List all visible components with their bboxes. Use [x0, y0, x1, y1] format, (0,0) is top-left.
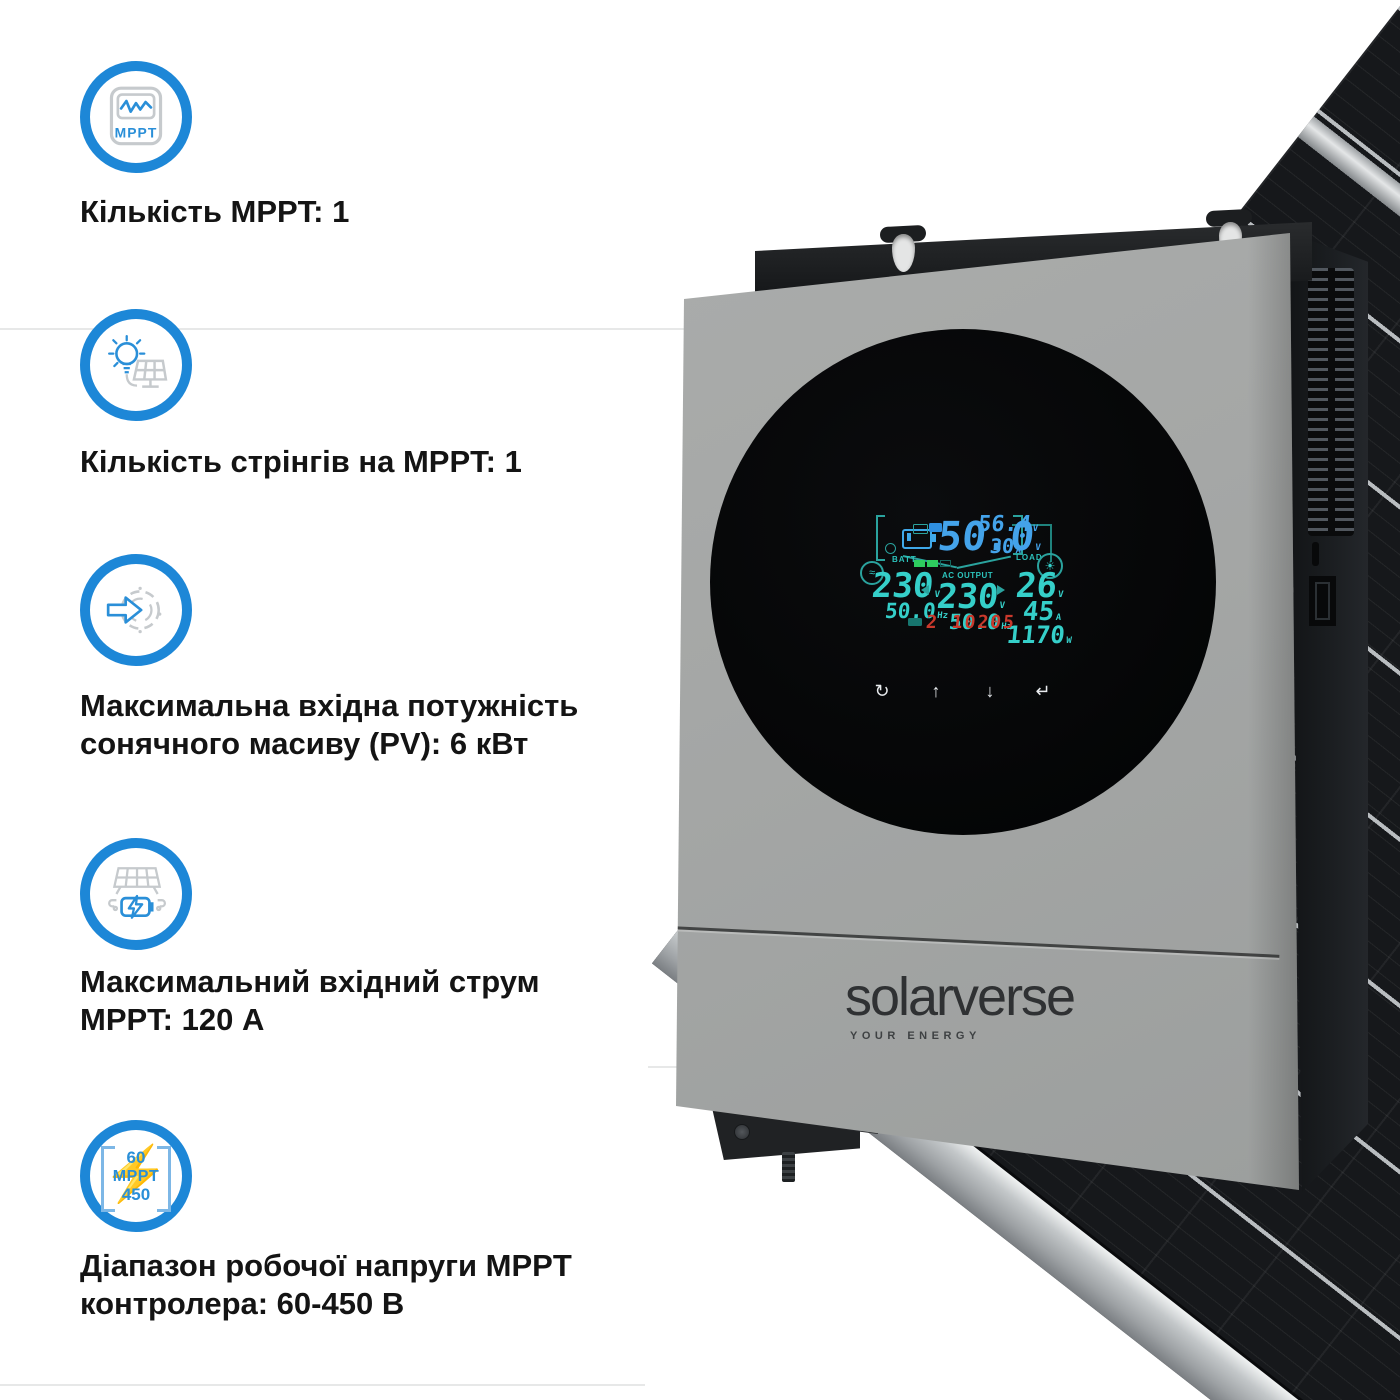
- bracket-bolt: [782, 1152, 795, 1182]
- battery-charge-bars: [914, 560, 951, 567]
- lcd-mode-icon: [885, 543, 896, 554]
- body-edge-shade: [1248, 233, 1299, 1190]
- lcd-tag: [929, 523, 942, 532]
- feature-caption: Кількість MPPT: 1: [80, 194, 350, 229]
- up-touch-button: ↑: [931, 681, 941, 701]
- lcd-tag: [913, 524, 928, 534]
- wall-seam-line: [0, 328, 688, 330]
- bolt-watermark-icon: ⚡: [102, 1144, 170, 1205]
- feature-caption: Максимальна вхідна потужність сонячного …: [80, 688, 579, 761]
- brand-logo: solarverse: [845, 967, 1076, 1027]
- ac-input-icon: ≈: [860, 561, 884, 585]
- lcd-line: [1050, 524, 1052, 562]
- brand-tagline: YOUR ENERGY: [850, 1030, 981, 1042]
- ac-output-label: AC OUTPUT: [942, 571, 994, 580]
- wall-seam-line: [0, 1384, 645, 1386]
- inverter-side-panel: [1288, 232, 1368, 1192]
- battery-label: BATT: [892, 555, 917, 564]
- load-label: LOAD: [1016, 553, 1043, 562]
- panel-battery-icon: [80, 838, 192, 950]
- side-slot: [1312, 542, 1319, 566]
- speaker-icon: [997, 585, 1005, 595]
- lcd-bracket: [1013, 515, 1023, 555]
- ac-input-voltage: 230V: [869, 566, 941, 606]
- vent-louvers: [1308, 268, 1354, 536]
- down-touch-button: ↓: [985, 681, 995, 701]
- feature-caption: Діапазон робочої напруги MPPT контролера…: [80, 1248, 572, 1321]
- gear-arrow-icon: [80, 554, 192, 666]
- keyhole-slot: [892, 234, 915, 272]
- bulb-solar-icon: [80, 309, 192, 421]
- body-seam-highlight: [676, 929, 1280, 960]
- svg-text:MPPT: MPPT: [115, 124, 158, 140]
- cycle-touch-button: ↻: [874, 681, 890, 701]
- bracket-right-icon: [157, 1146, 171, 1212]
- sun-icon: ☀: [1037, 553, 1063, 579]
- bracket-left-icon: [101, 1146, 115, 1212]
- feature-caption: Кількість стрінгів на MPPT: 1: [80, 444, 522, 479]
- lcd-screen: 50.0V BATT 56.4V 30A LOAD ≈ 230V 50.0Hz …: [710, 329, 1216, 835]
- battery-icon: [902, 529, 936, 549]
- voltage-range-icon: ⚡ 60 MPPT 450: [80, 1120, 192, 1232]
- enter-touch-button: ↵: [1035, 681, 1051, 701]
- bracket-screw: [734, 1124, 750, 1140]
- lcd-tag: [908, 618, 922, 626]
- lcd-bracket: [876, 515, 885, 561]
- pv-power: 1170W: [1005, 621, 1073, 649]
- speaker-icon: [921, 585, 929, 595]
- lcd-line: [1012, 524, 1052, 526]
- side-port: [1309, 576, 1336, 626]
- lcd-code: 2 10205: [924, 612, 1018, 633]
- aux-voltage: 56.4V: [976, 512, 1039, 537]
- feature-caption: Максимальний вхідний струм MPPT: 120 А: [80, 964, 540, 1037]
- mppt-screen-icon: MPPT: [80, 61, 192, 173]
